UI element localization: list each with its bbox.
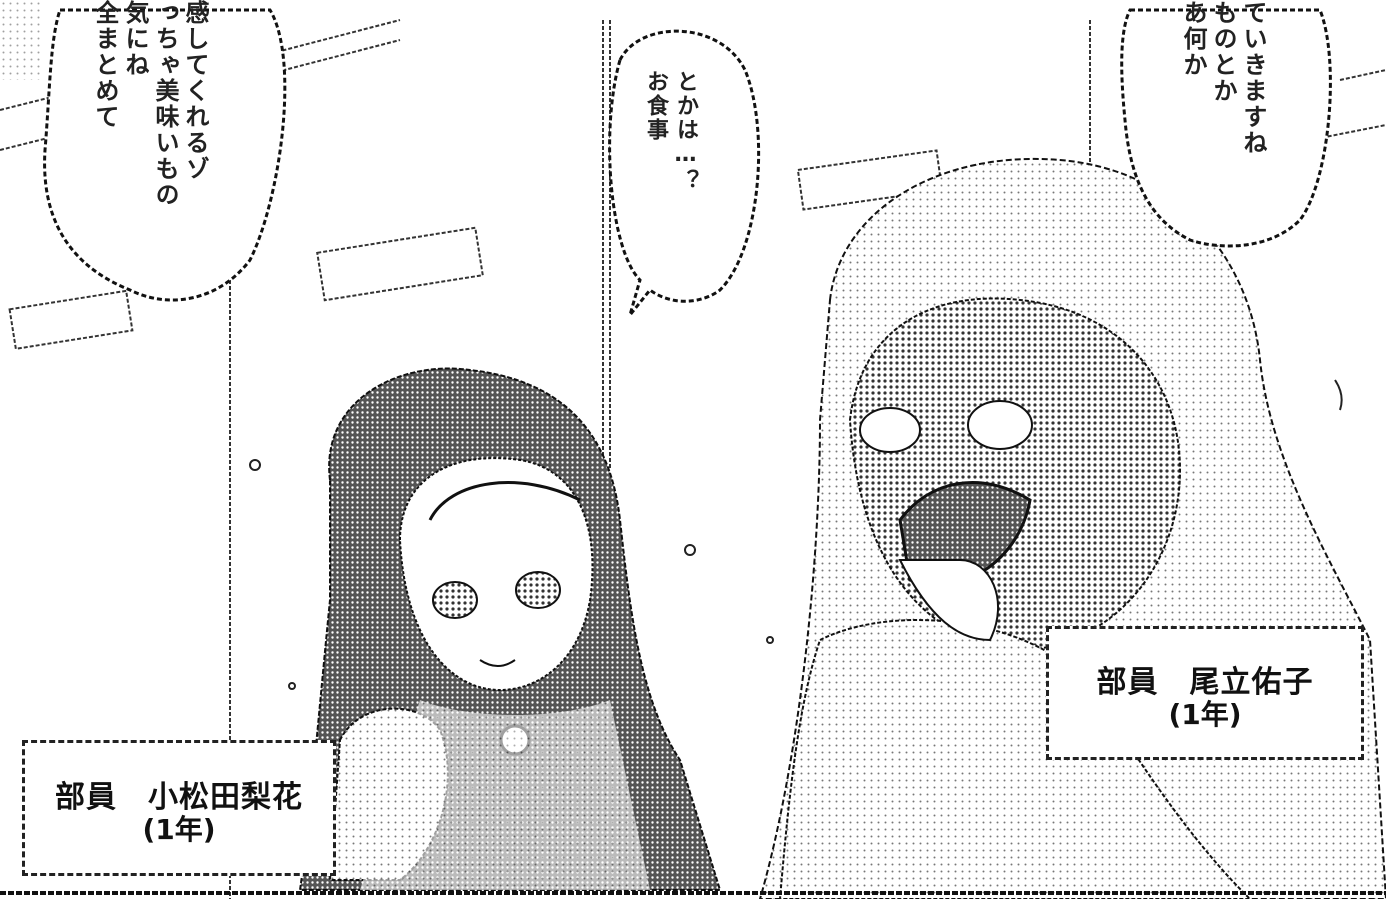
speech-text-left: 感してくれるゾ っちゃ美味いもの 気にね 全まとめて [91,0,209,208]
character-odate [758,157,1386,899]
speech-bubble-left [43,8,287,302]
speech-text-middle: とかは…？ お食事 [643,70,698,193]
speech-bubble-shapes [43,8,1332,316]
speech-bubble-right [1120,8,1332,248]
caption-grade: (1年) [142,813,216,846]
caption-role-name: 部員 小松田梨花 [55,780,303,815]
speech-bubble-middle [608,29,761,316]
caption-grade: (1年) [1168,698,1242,731]
speech-text-right: ていきますね ものとか あ何か [1179,0,1267,156]
character-komatsuda [298,367,722,891]
caption-komatsuda: 部員 小松田梨花 (1年) [22,740,336,876]
caption-role-name: 部員 尾立佑子 [1096,665,1314,700]
caption-odate: 部員 尾立佑子 (1年) [1046,626,1364,760]
